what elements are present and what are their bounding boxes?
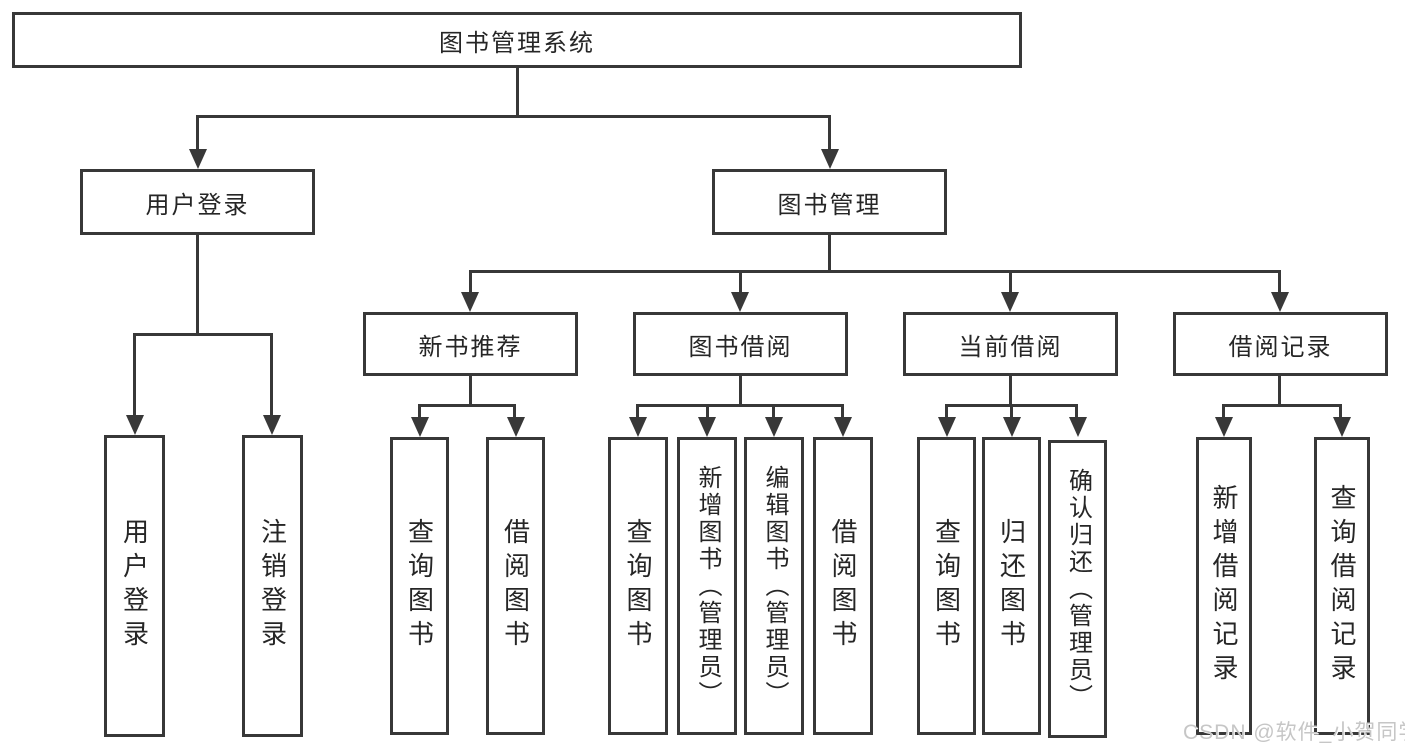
node-rec-query-books: 查询图书 — [390, 437, 449, 735]
arrow-down-icon — [1069, 417, 1087, 437]
node-current-borrowing: 当前借阅 — [903, 312, 1118, 376]
connector-line — [516, 68, 519, 117]
arrow-down-icon — [629, 417, 647, 437]
arrow-down-icon — [411, 417, 429, 437]
connector-line — [196, 235, 199, 335]
connector-line — [706, 404, 709, 419]
node-bb-add-books-admin: 新增图书（管理员） — [677, 437, 737, 735]
arrow-down-icon — [821, 149, 839, 169]
connector-line — [133, 333, 136, 417]
node-br-query-record: 查询借阅记录 — [1314, 437, 1370, 735]
connector-line — [1009, 376, 1012, 406]
arrow-down-icon — [461, 292, 479, 312]
connector-line — [469, 376, 472, 406]
node-user-login: 用户登录 — [80, 169, 315, 235]
node-borrowing-records: 借阅记录 — [1173, 312, 1388, 376]
connector-line — [772, 404, 775, 419]
arrow-down-icon — [1215, 417, 1233, 437]
csdn-watermark: CSDN @软件_小贺同学 — [1183, 721, 1405, 744]
arrow-down-icon — [1003, 417, 1021, 437]
node-br-add-record: 新增借阅记录 — [1196, 437, 1252, 735]
connector-line — [636, 404, 639, 419]
arrow-down-icon — [263, 415, 281, 435]
connector-line — [828, 235, 831, 273]
connector-line — [828, 115, 831, 151]
connector-line — [133, 333, 273, 336]
connector-line — [945, 404, 948, 419]
connector-line — [739, 270, 742, 294]
arrow-down-icon — [1333, 417, 1351, 437]
connector-line — [1222, 404, 1341, 407]
arrow-down-icon — [938, 417, 956, 437]
node-cb-query-books: 查询图书 — [917, 437, 976, 735]
connector-line — [841, 404, 844, 419]
connector-line — [418, 404, 421, 419]
arrow-down-icon — [1271, 292, 1289, 312]
node-new-book-recommend: 新书推荐 — [363, 312, 578, 376]
node-book-management: 图书管理 — [712, 169, 947, 235]
node-library-system: 图书管理系统 — [12, 12, 1022, 68]
connector-line — [469, 270, 472, 294]
connector-line — [1339, 404, 1342, 419]
arrow-down-icon — [189, 149, 207, 169]
arrow-down-icon — [507, 417, 525, 437]
connector-line — [469, 270, 1281, 273]
connector-line — [1010, 404, 1013, 419]
arrow-down-icon — [698, 417, 716, 437]
connector-line — [1278, 376, 1281, 406]
arrow-down-icon — [126, 415, 144, 435]
node-bb-edit-books-admin: 编辑图书（管理员） — [744, 437, 804, 735]
node-rec-borrow-books: 借阅图书 — [486, 437, 545, 735]
connector-line — [1009, 270, 1012, 294]
node-cb-return-books: 归还图书 — [982, 437, 1041, 735]
node-bb-borrow-books: 借阅图书 — [813, 437, 873, 735]
connector-line — [418, 404, 516, 407]
connector-line — [196, 115, 831, 118]
arrow-down-icon — [765, 417, 783, 437]
node-book-borrowing: 图书借阅 — [633, 312, 848, 376]
node-user-login-action: 用户登录 — [104, 435, 165, 737]
arrow-down-icon — [834, 417, 852, 437]
connector-line — [739, 376, 742, 406]
connector-line — [636, 404, 842, 407]
node-logout: 注销登录 — [242, 435, 303, 737]
arrow-down-icon — [731, 292, 749, 312]
connector-line — [270, 333, 273, 417]
arrow-down-icon — [1001, 292, 1019, 312]
node-cb-confirm-return-admin: 确认归还（管理员） — [1048, 440, 1107, 738]
connector-line — [1222, 404, 1225, 419]
connector-line — [1075, 404, 1078, 419]
connector-line — [513, 404, 516, 419]
node-bb-query-books: 查询图书 — [608, 437, 668, 735]
connector-line — [1278, 270, 1281, 294]
connector-line — [196, 115, 199, 151]
